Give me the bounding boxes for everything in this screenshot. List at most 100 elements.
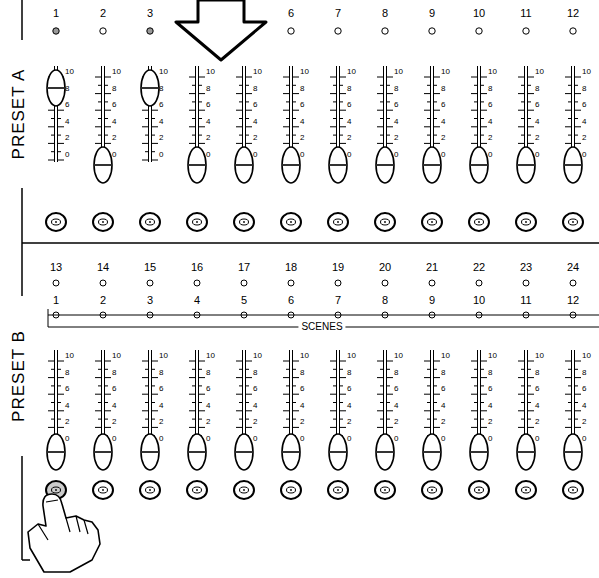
scale-tick <box>58 402 61 403</box>
scale-tick <box>568 419 571 420</box>
scale-number: 8 <box>441 369 445 377</box>
scale-tick <box>380 385 383 386</box>
scale-tick <box>427 135 430 136</box>
scale-tick <box>474 85 477 86</box>
scale-tick <box>239 369 242 370</box>
scale-tick <box>145 402 148 403</box>
scale-tick <box>330 361 336 362</box>
scale-tick <box>427 402 430 403</box>
scale-tick <box>340 118 343 119</box>
scale-tick <box>239 135 242 136</box>
scale-tick <box>51 385 54 386</box>
scale-tick <box>283 361 289 362</box>
button-mark <box>428 219 437 225</box>
scale-tick <box>105 377 111 378</box>
scale-number: 6 <box>582 385 586 393</box>
scale-tick <box>236 93 242 94</box>
scale-tick <box>481 369 484 370</box>
channel-number: 10 <box>473 8 485 19</box>
scale-number: 10 <box>441 352 450 360</box>
scale-tick <box>474 402 477 403</box>
scale-tick <box>152 160 158 161</box>
scale-tick <box>528 369 531 370</box>
scale-tick <box>471 126 477 127</box>
scale-number: 4 <box>159 118 163 126</box>
scale-tick <box>293 369 296 370</box>
scale-number: 4 <box>159 402 163 410</box>
scale-tick <box>145 151 148 152</box>
scale-tick <box>246 377 252 378</box>
scale-number: 0 <box>535 435 539 443</box>
scale-number: 6 <box>206 385 210 393</box>
scale-tick <box>528 427 534 428</box>
button-mark <box>334 219 343 225</box>
scale-tick <box>568 85 571 86</box>
scale-tick <box>105 361 111 362</box>
scale-tick <box>199 77 205 78</box>
scale-tick <box>387 369 390 370</box>
fader-track <box>198 350 199 446</box>
scale-tick <box>521 101 524 102</box>
button-mark <box>193 219 202 225</box>
scale-tick <box>236 394 242 395</box>
scale-tick <box>95 377 101 378</box>
scale-tick <box>575 77 581 78</box>
scale-number: 2 <box>112 134 116 142</box>
flash-button <box>281 213 301 231</box>
scale-tick <box>105 385 108 386</box>
scene-number: 8 <box>382 295 388 306</box>
scale-tick <box>152 126 158 127</box>
scale-number: 6 <box>441 101 445 109</box>
scale-tick <box>293 402 296 403</box>
channel-number: 2 <box>100 8 106 19</box>
scale-number: 8 <box>159 369 163 377</box>
channel-number: 16 <box>191 262 203 273</box>
channel-number: 15 <box>144 262 156 273</box>
scale-tick <box>575 126 581 127</box>
scale-tick <box>199 93 205 94</box>
fader-knob <box>282 147 300 183</box>
channel-number: 14 <box>97 262 109 273</box>
channel-led <box>335 280 341 286</box>
scale-tick <box>528 110 534 111</box>
fader-knob <box>141 434 159 470</box>
flash-button <box>46 213 66 231</box>
scale-tick <box>293 385 296 386</box>
scale-tick <box>192 385 195 386</box>
fader-knob <box>470 434 488 470</box>
scale-tick <box>387 143 393 144</box>
scale-number: 8 <box>253 369 257 377</box>
scale-tick <box>293 394 299 395</box>
scale-tick <box>434 427 440 428</box>
fader-track <box>245 350 246 446</box>
scale-tick <box>105 419 108 420</box>
scale-tick <box>474 419 477 420</box>
scale-number: 10 <box>300 68 309 76</box>
scale-tick <box>152 143 158 144</box>
scale-tick <box>377 77 383 78</box>
scale-tick <box>521 85 524 86</box>
flash-button <box>140 481 160 499</box>
scene-number: 6 <box>288 295 294 306</box>
scene-bracket <box>48 315 599 316</box>
scale-number: 10 <box>300 352 309 360</box>
button-mark <box>475 487 484 493</box>
scale-number: 2 <box>488 134 492 142</box>
scale-number: 8 <box>441 85 445 93</box>
scene-number: 5 <box>241 295 247 306</box>
scale-tick <box>340 419 343 420</box>
scale-number: 4 <box>535 402 539 410</box>
scale-tick <box>293 361 299 362</box>
button-dot <box>196 489 198 491</box>
fader-track <box>289 350 290 446</box>
channel-led <box>429 28 435 34</box>
scale-tick <box>568 118 571 119</box>
scale-tick <box>330 410 336 411</box>
scale-tick <box>424 427 430 428</box>
scale-number: 10 <box>206 352 215 360</box>
scale-number: 6 <box>253 101 257 109</box>
fader-track <box>574 350 575 446</box>
scale-tick <box>51 419 54 420</box>
flash-button <box>187 481 207 499</box>
scale-tick <box>293 85 296 86</box>
